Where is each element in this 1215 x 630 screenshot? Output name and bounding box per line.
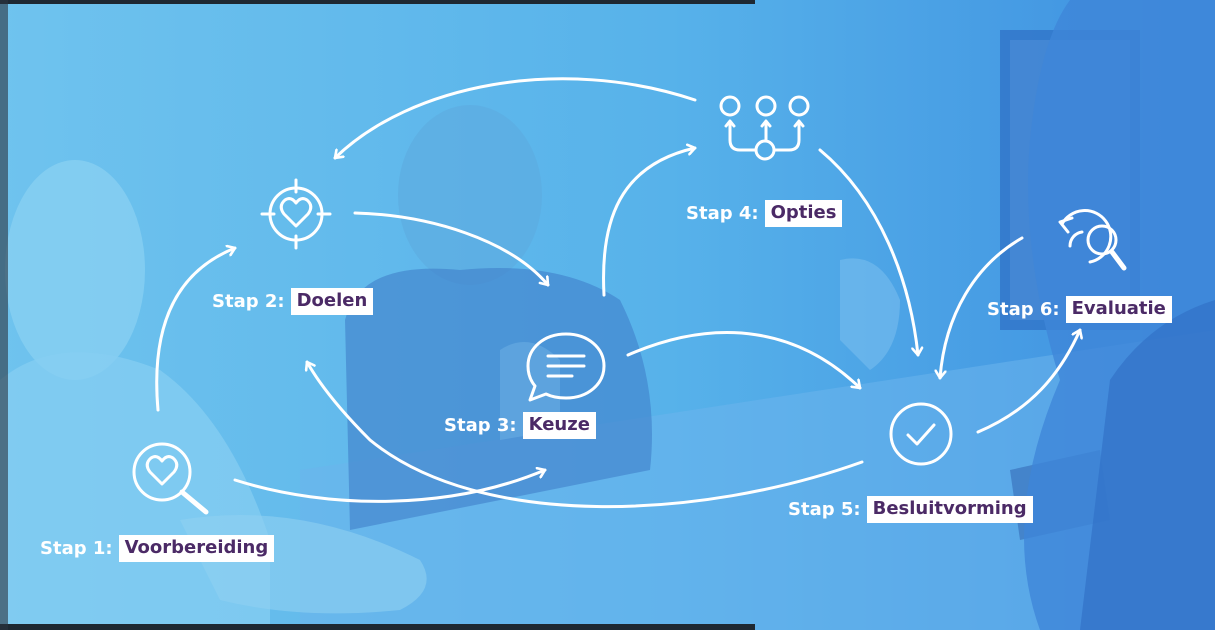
arrow-step6-to-step5 [940, 236, 1024, 380]
heart-magnifier-icon [132, 442, 209, 515]
step-prefix: Stap 1: [40, 538, 113, 559]
speech-bubble-icon [526, 332, 606, 402]
options-nodes-icon [719, 95, 810, 161]
arrow-step5-to-step6 [976, 328, 1080, 434]
arrow-step5-to-step2 [307, 360, 864, 508]
step-3-label: Stap 3: Keuze [444, 412, 596, 439]
step-name: Evaluatie [1065, 296, 1172, 323]
cycle-magnifier-icon [1058, 209, 1127, 271]
arrow-step2-to-step3 [353, 211, 550, 287]
step-2-label: Stap 2: Doelen [212, 288, 374, 315]
checkmark-circle-icon [889, 402, 953, 466]
arrow-step4-to-step5 [818, 148, 918, 357]
step-prefix: Stap 6: [987, 299, 1060, 320]
arrow-step3-to-step4 [602, 148, 697, 297]
step-prefix: Stap 4: [686, 203, 759, 224]
arrow-step3-to-step5 [626, 331, 862, 390]
step-4-label: Stap 4: Opties [686, 200, 843, 227]
step-prefix: Stap 5: [788, 499, 861, 520]
arrow-step4-to-step2 [333, 77, 697, 160]
step-5-label: Stap 5: Besluitvorming [788, 496, 1033, 523]
arrow-step1-to-step3 [233, 470, 547, 503]
step-prefix: Stap 2: [212, 291, 285, 312]
step-prefix: Stap 3: [444, 415, 517, 436]
heart-target-icon [260, 178, 332, 250]
step-6-label: Stap 6: Evaluatie [987, 296, 1172, 323]
arrow-step1-to-step2 [155, 248, 237, 412]
step-1-label: Stap 1: Voorbereiding [40, 535, 275, 562]
step-name: Voorbereiding [118, 535, 275, 562]
step-name: Keuze [522, 412, 596, 439]
step-name: Opties [764, 200, 843, 227]
step-name: Doelen [290, 288, 374, 315]
step-name: Besluitvorming [866, 496, 1033, 523]
